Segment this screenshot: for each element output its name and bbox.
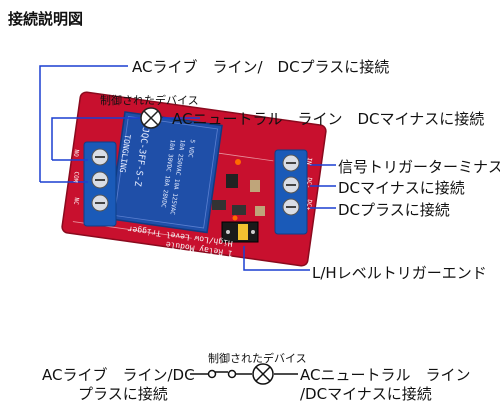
- callout-lines: [39, 65, 336, 271]
- left-terminal-block: [83, 141, 117, 227]
- pin-nc-label: NC: [72, 197, 80, 206]
- bottom-right-line1: ACニュートラル ライン: [300, 366, 471, 384]
- pin-minus-label: DC-: [304, 177, 313, 189]
- ac-neutral-label: ACニュートラル ライン DCマイナスに接続: [172, 110, 485, 128]
- dc-plus-label: DCプラスに接続: [338, 201, 450, 219]
- bottom-schematic: [190, 363, 298, 385]
- ac-live-label: ACライブ ライン/ DCプラスに接続: [132, 58, 390, 76]
- bottom-left-line1: ACライブ ライン/DC: [42, 366, 195, 384]
- controlled-device-label: 制御されたデバイス: [100, 94, 199, 107]
- diagram-title: 接続説明図: [8, 10, 84, 28]
- right-terminal-block: [274, 149, 308, 235]
- bottom-right-line2: /DCマイナスに接続: [300, 385, 432, 403]
- dc-minus-label: DCマイナスに接続: [338, 179, 465, 197]
- bottom-left-line2: プラスに接続: [78, 385, 168, 403]
- signal-terminal-label: 信号トリガーターミナス: [338, 158, 500, 176]
- pin-com-label: COM: [71, 171, 80, 183]
- pin-in-label: IN: [305, 157, 313, 166]
- lh-level-label: L/Hレベルトリガーエンド: [312, 264, 487, 282]
- bottom-controlled-device-label: 制御されたデバイス: [208, 352, 307, 365]
- relay-component: [109, 111, 223, 234]
- lamp-symbol-top: [140, 107, 162, 129]
- board-components: [212, 159, 265, 243]
- pin-plus-label: DC+: [304, 199, 313, 211]
- pin-no-label: NO: [72, 149, 80, 158]
